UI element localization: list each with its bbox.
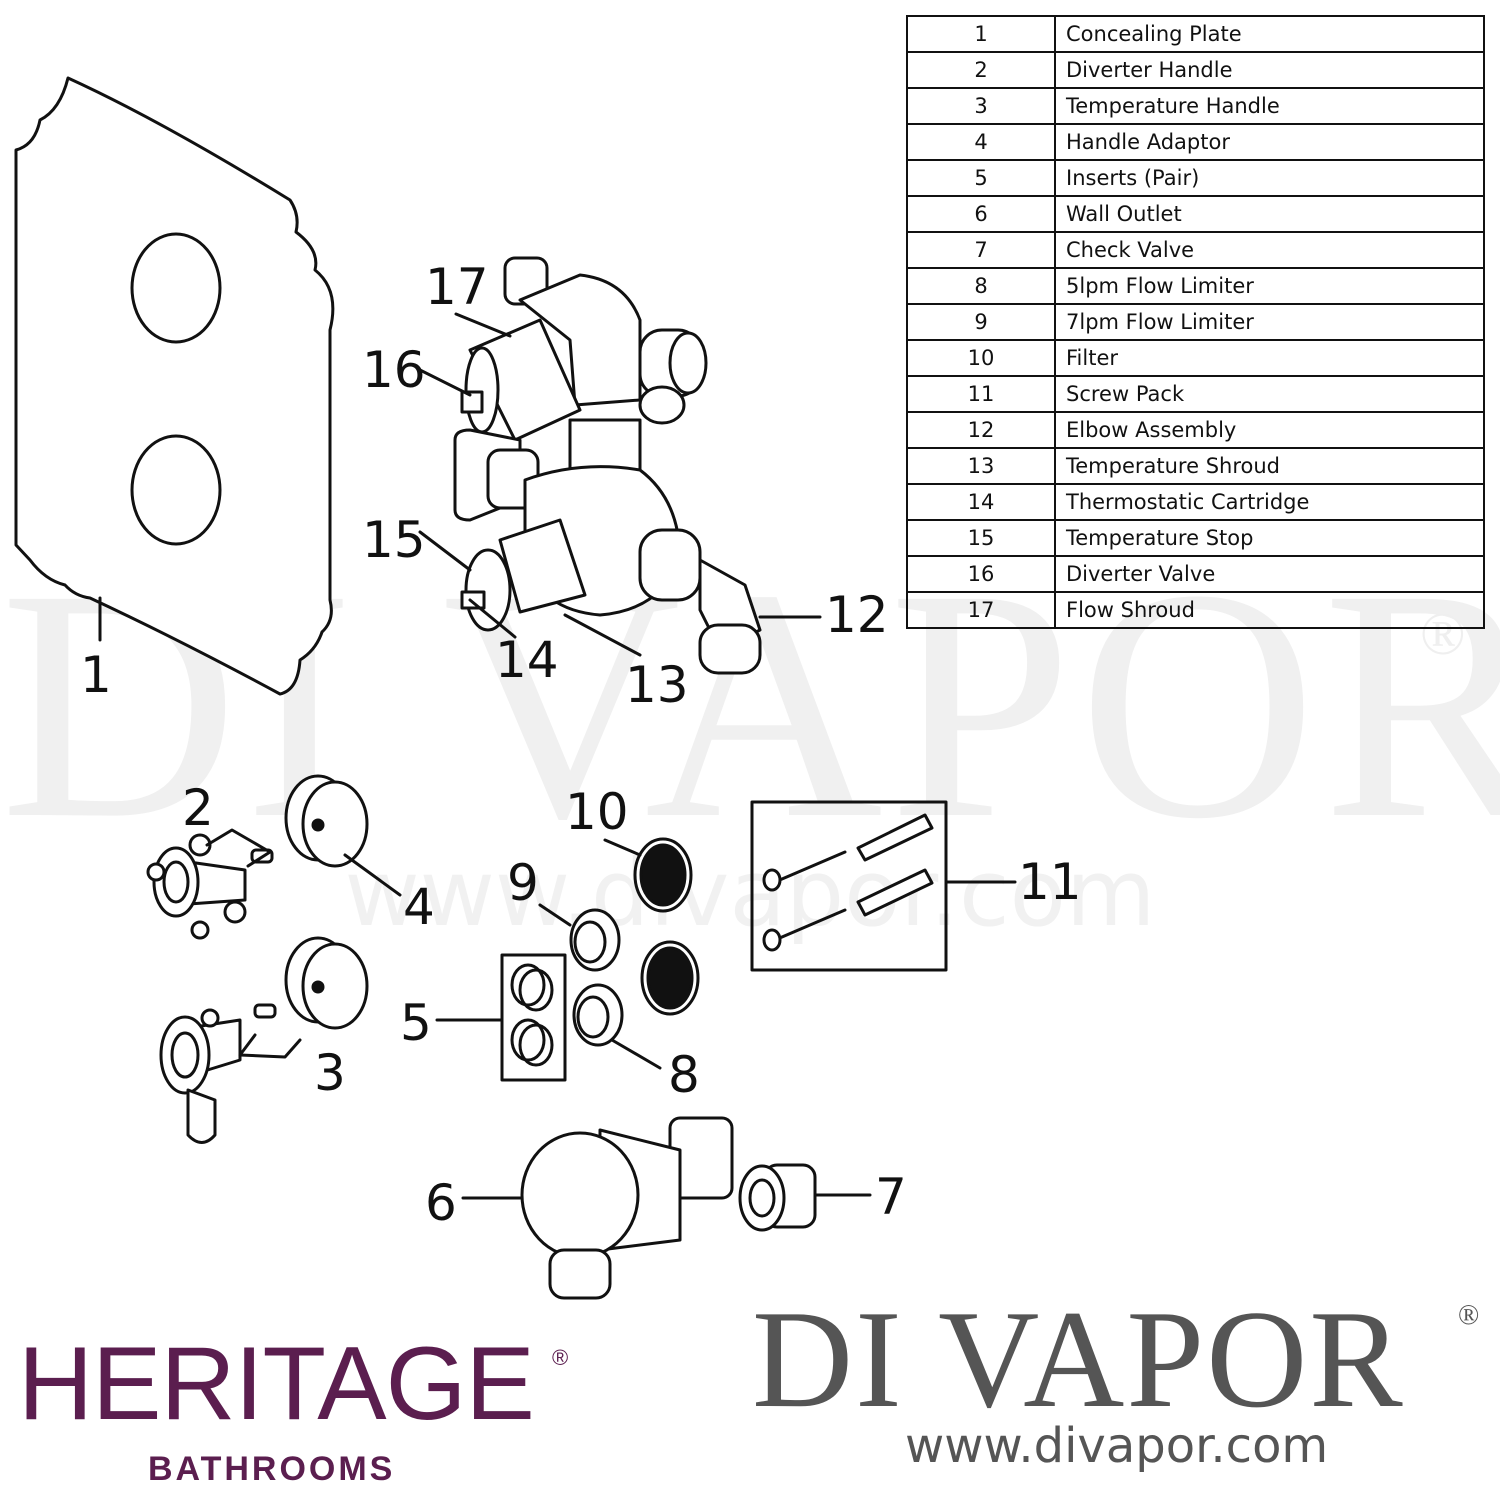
callout-1: 1 xyxy=(80,646,112,704)
part-name: Diverter Handle xyxy=(1054,51,1485,89)
callout-13: 13 xyxy=(625,656,689,714)
callout-11: 11 xyxy=(1018,853,1082,911)
check-valve xyxy=(738,1163,817,1232)
part-number: 12 xyxy=(906,411,1056,449)
filter xyxy=(633,837,700,1016)
flow-limiter-5lpm xyxy=(572,983,624,1047)
part-number: 15 xyxy=(906,519,1056,557)
part-name: Temperature Shroud xyxy=(1054,447,1485,485)
part-number: 11 xyxy=(906,375,1056,413)
part-number: 8 xyxy=(906,267,1056,305)
callout-17: 17 xyxy=(425,258,489,316)
part-name: Temperature Stop xyxy=(1054,519,1485,557)
concealing-plate xyxy=(14,76,335,696)
part-name: Check Valve xyxy=(1054,231,1485,269)
part-number: 1 xyxy=(906,15,1056,53)
callout-3: 3 xyxy=(314,1044,346,1102)
callout-10: 10 xyxy=(565,783,629,841)
part-name: 7lpm Flow Limiter xyxy=(1054,303,1485,341)
part-number: 14 xyxy=(906,483,1056,521)
diverter-body xyxy=(460,256,708,472)
part-number: 9 xyxy=(906,303,1056,341)
callout-5: 5 xyxy=(400,994,432,1052)
callout-6: 6 xyxy=(425,1174,457,1232)
part-number: 7 xyxy=(906,231,1056,269)
divapor-url: www.divapor.com xyxy=(905,1418,1329,1474)
part-name: Thermostatic Cartridge xyxy=(1054,483,1485,521)
part-number: 13 xyxy=(906,447,1056,485)
part-name: Elbow Assembly xyxy=(1054,411,1485,449)
part-name: Screw Pack xyxy=(1054,375,1485,413)
callout-8: 8 xyxy=(668,1046,700,1104)
part-number: 5 xyxy=(906,159,1056,197)
part-number: 10 xyxy=(906,339,1056,377)
part-number: 4 xyxy=(906,123,1056,161)
wall-outlet xyxy=(520,1116,734,1300)
inserts-box xyxy=(500,953,567,1082)
part-name: Flow Shroud xyxy=(1054,591,1485,629)
callout-12: 12 xyxy=(825,586,889,644)
callout-14: 14 xyxy=(495,631,559,689)
part-number: 16 xyxy=(906,555,1056,593)
part-number: 2 xyxy=(906,51,1056,89)
heritage-logo: HERITAGE xyxy=(18,1326,535,1442)
part-name: Concealing Plate xyxy=(1054,15,1485,53)
diverter-handle xyxy=(146,833,274,940)
part-name: Diverter Valve xyxy=(1054,555,1485,593)
divapor-logo: DI VAPOR xyxy=(752,1282,1405,1437)
temperature-handle xyxy=(159,1003,277,1144)
callout-9: 9 xyxy=(507,854,539,912)
flow-limiter-7lpm xyxy=(569,908,621,972)
watermark-url: www.divapor.com xyxy=(344,840,1156,947)
part-name: Handle Adaptor xyxy=(1054,123,1485,161)
divapor-registered: ® xyxy=(1458,1300,1480,1331)
part-name: Wall Outlet xyxy=(1054,195,1485,233)
screw-pack-box xyxy=(750,800,948,972)
part-name: Inserts (Pair) xyxy=(1054,159,1485,197)
callout-7: 7 xyxy=(875,1168,907,1226)
callout-16: 16 xyxy=(362,341,426,399)
part-name: Temperature Handle xyxy=(1054,87,1485,125)
part-number: 17 xyxy=(906,591,1056,629)
part-number: 3 xyxy=(906,87,1056,125)
part-name: 5lpm Flow Limiter xyxy=(1054,267,1485,305)
heritage-registered: ® xyxy=(552,1345,569,1370)
callout-2: 2 xyxy=(182,779,214,837)
heritage-bathrooms: BATHROOMS xyxy=(148,1450,396,1488)
handle-adaptor-2 xyxy=(284,936,369,1030)
part-number: 6 xyxy=(906,195,1056,233)
callout-4: 4 xyxy=(403,878,435,936)
callout-15: 15 xyxy=(362,511,426,569)
handle-adaptor xyxy=(284,774,369,868)
part-name: Filter xyxy=(1054,339,1485,377)
thermostatic-body xyxy=(453,428,762,675)
